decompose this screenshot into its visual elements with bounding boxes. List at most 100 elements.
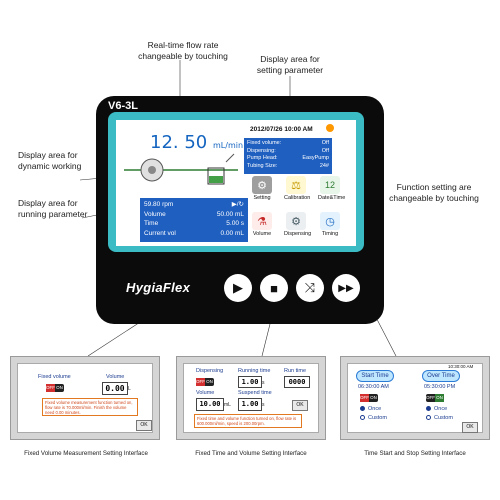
radio-icon — [426, 406, 431, 412]
alarm-clock-icon[interactable] — [326, 124, 334, 132]
scale-icon: ⚖ — [286, 176, 306, 194]
param-label: Dispensing: — [247, 147, 276, 154]
callout-flow-rate: Real-time flow rate changeable by touchi… — [128, 40, 238, 62]
function-label: Volume — [252, 231, 272, 237]
callout-text: Function setting are — [396, 182, 472, 192]
callout-text: setting parameter — [256, 65, 324, 75]
callout-running-param: Display area for running parameter — [18, 198, 108, 220]
fixed-volume-toggle[interactable]: OFF ON — [46, 384, 64, 392]
over-time-value: 05:30:00 PM — [424, 384, 456, 390]
toggle-off: OFF — [196, 378, 205, 386]
datetime-display: 2012/07/26 10:00 AM — [250, 126, 313, 133]
run-time-input[interactable]: 0000 — [284, 376, 310, 388]
panel-clock: 10:30:00 AM — [448, 364, 474, 369]
start-time-toggle[interactable]: OFF ON — [360, 394, 378, 402]
reverse-icon: ⤨ — [304, 280, 316, 295]
param-value: EasyPump — [302, 155, 329, 162]
function-volume[interactable]: ⚗ Volume — [250, 212, 274, 237]
caption-fixed-volume: Fixed Volume Measurement Setting Interfa… — [24, 450, 148, 457]
play-button[interactable]: ▶ — [224, 274, 252, 302]
brand-logo: HygiaFlex — [126, 280, 191, 295]
suspend-time-input[interactable]: 1.00 — [238, 398, 262, 411]
beaker-icon — [207, 167, 225, 185]
callout-text: Display area for — [18, 198, 78, 208]
dispense-icon: ⚙ — [286, 212, 306, 230]
pump-animation — [124, 153, 238, 185]
over-time-toggle[interactable]: OFF ON — [426, 394, 444, 402]
toggle-off: OFF — [426, 395, 435, 400]
speed-value: 59.80 — [144, 201, 161, 208]
callout-setting-param: Display area for setting parameter — [242, 54, 338, 76]
volume-label: Volume — [196, 390, 215, 396]
option-label: Once — [434, 406, 448, 412]
callout-text: dynamic working — [18, 161, 82, 171]
tube-clip-icon — [225, 153, 235, 163]
flow-rate-value: 12. 50 — [150, 132, 208, 153]
fast-forward-button[interactable]: ▶▶ — [332, 274, 360, 302]
run-time-label: Run time — [284, 368, 307, 374]
callout-function: Function setting are changeable by touch… — [384, 182, 484, 204]
function-dispensing[interactable]: ⚙ Dispensing — [284, 212, 311, 237]
run-unit: s — [240, 220, 244, 227]
run-label: Current vol — [144, 229, 176, 237]
info-message: Fixed volume measurement function turned… — [42, 398, 138, 416]
panel-screen: Dispensing Running time Run time OFF ON … — [183, 363, 319, 433]
start-time-button[interactable]: Start Time — [356, 370, 394, 382]
run-unit: mL — [234, 229, 244, 237]
function-label: Timing — [321, 231, 339, 237]
run-value: 0.00 — [220, 229, 234, 237]
running-time-input[interactable]: 1.00 — [238, 376, 262, 388]
play-icon: ▶ — [233, 280, 243, 295]
volume-input[interactable]: 0.00 — [102, 382, 128, 395]
ok-button[interactable]: OK — [462, 422, 478, 433]
function-label: Setting — [253, 195, 271, 201]
clock-icon: ◷ — [320, 212, 340, 230]
panel-screen: 10:30:00 AM Start Time Over Time 06:30:0… — [347, 363, 483, 433]
function-calibration[interactable]: ⚖ Calibration — [284, 176, 310, 201]
caption-start-stop: Time Start and Stop Setting Interface — [364, 450, 466, 457]
speed-row: 59.80 rpm ▶/↻ — [144, 200, 244, 210]
dispensing-toggle[interactable]: OFF ON — [196, 378, 214, 386]
param-row: Dispensing: Off — [247, 148, 329, 156]
flow-rate-display[interactable]: 12. 50 mL/min — [150, 132, 243, 153]
param-value: Off — [321, 147, 329, 154]
model-label: V6-3L — [108, 100, 138, 112]
beaker-icon: ⚗ — [252, 212, 272, 230]
speed-unit: rpm — [162, 201, 174, 208]
fixed-volume-panel: Fixed volume Volume OFF ON 0.00 L Fixed … — [10, 356, 160, 440]
once-option-start[interactable]: Once — [360, 406, 381, 412]
suspend-time-label: Suspend time — [238, 390, 272, 396]
volume-input[interactable]: 10.00 — [196, 398, 224, 411]
toggle-on: ON — [370, 395, 377, 400]
param-row: Tubing Size:24# — [247, 163, 329, 171]
reverse-button[interactable]: ⤨ — [296, 274, 324, 302]
run-unit: mL — [234, 210, 244, 218]
gear-icon: ⚙ — [252, 176, 272, 194]
direction-indicator[interactable]: ▶/↻ — [231, 201, 244, 208]
once-option-over[interactable]: Once — [426, 406, 447, 412]
volume-label: Volume — [106, 374, 125, 380]
toggle-off: OFF — [46, 384, 55, 392]
function-timing[interactable]: ◷ Timing — [318, 212, 342, 237]
function-setting[interactable]: ⚙ Setting — [250, 176, 274, 201]
radio-icon — [360, 406, 365, 412]
flow-rate-unit: mL/min — [213, 141, 244, 150]
stop-button[interactable]: ■ — [260, 274, 288, 302]
over-time-button[interactable]: Over Time — [422, 370, 460, 382]
param-value: 24# — [319, 162, 329, 169]
custom-option-start[interactable]: Custom — [360, 415, 387, 421]
run-label: Volume — [144, 210, 166, 218]
run-value: 5.00 — [226, 220, 239, 227]
toggle-on: ON — [56, 385, 63, 390]
callout-text: Display area for — [260, 54, 320, 64]
custom-option-over[interactable]: Custom — [426, 415, 453, 421]
ok-button[interactable]: OK — [136, 420, 152, 431]
ok-button[interactable]: OK — [292, 400, 308, 411]
param-label: Fixed volume: — [247, 140, 282, 146]
function-datetime[interactable]: 12 Date&Time — [318, 176, 345, 201]
info-message: Fixed time and volume function turned on… — [194, 414, 302, 428]
callout-dynamic: Display area for dynamic working — [18, 150, 108, 172]
fast-forward-icon: ▶▶ — [338, 282, 354, 294]
